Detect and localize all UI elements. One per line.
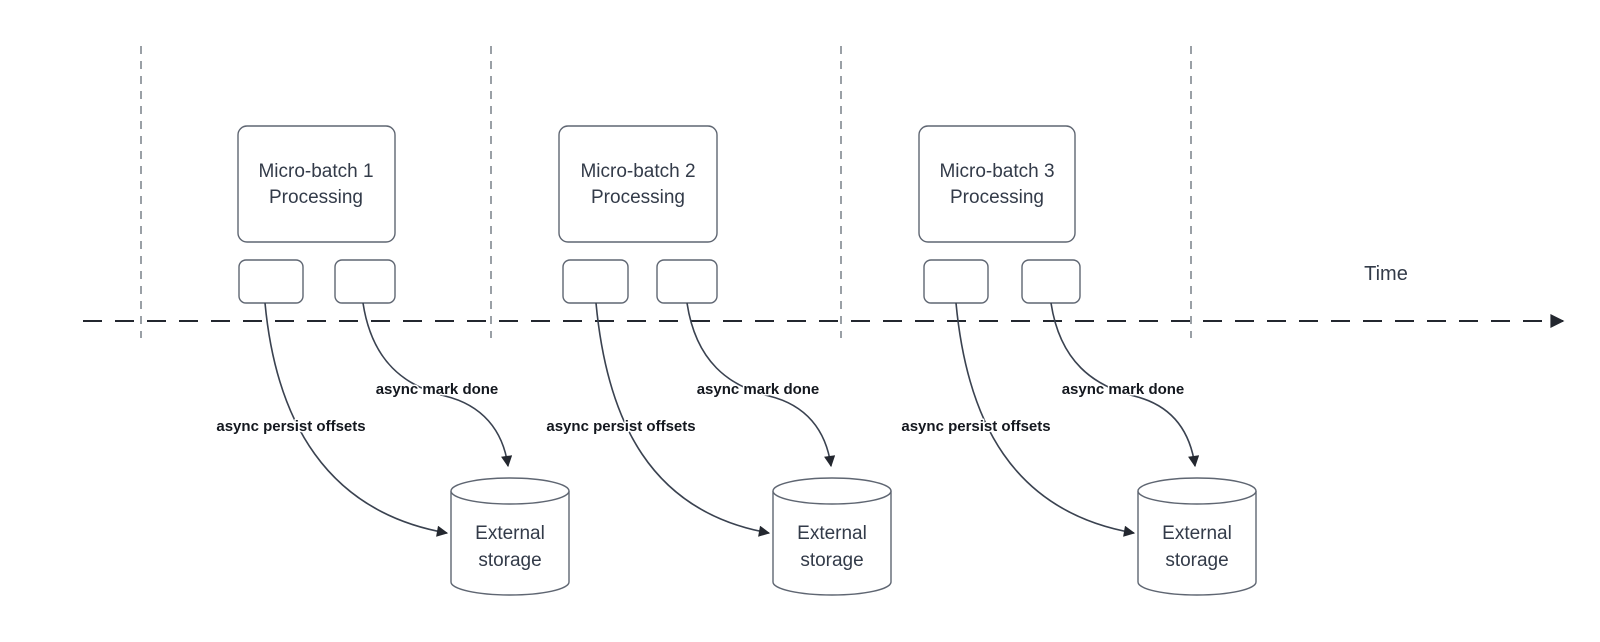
persist-offsets-label: async persist offsets: [901, 418, 1050, 435]
external-storage-cylinder: External storage: [772, 477, 892, 596]
microbatch-2-processing-box: [558, 125, 718, 243]
microbatch-3-label-line2: Processing: [950, 187, 1044, 208]
persist-offsets-label: async persist offsets: [546, 418, 695, 435]
persist-offsets-arrow: [955, 302, 1136, 537]
microbatch-3-group: Micro-batch 3 Processing async persist o…: [900, 125, 1257, 596]
external-storage-label-line1: External: [1162, 523, 1232, 544]
microbatch-2-group: Micro-batch 2 Processing async persist o…: [545, 125, 892, 596]
microbatch-2-label-line2: Processing: [591, 187, 685, 208]
microbatch-1-group: Micro-batch 1 Processing async persist o…: [215, 125, 570, 596]
external-storage-label-line2: storage: [1165, 550, 1228, 571]
external-storage-cylinder: External storage: [450, 477, 570, 596]
microbatch-3-label-line1: Micro-batch 3: [939, 161, 1054, 182]
mark-done-task-box: [334, 259, 396, 304]
cylinder-top: [772, 477, 892, 505]
cylinder-top: [450, 477, 570, 505]
external-storage-label-line1: External: [797, 523, 867, 544]
mark-done-task-box: [656, 259, 718, 304]
persist-offsets-arrow: [264, 302, 449, 537]
cylinder-body: [1137, 491, 1257, 596]
microbatch-3-processing-box: [918, 125, 1076, 243]
mark-done-arrow: [686, 302, 836, 468]
persist-offsets-task-box: [562, 259, 629, 304]
mark-done-label: async mark done: [697, 381, 820, 398]
persist-offsets-task-box: [923, 259, 989, 304]
microbatch-1-label-line1: Micro-batch 1: [258, 161, 373, 182]
mark-done-label: async mark done: [376, 381, 499, 398]
microbatch-1-label-line2: Processing: [269, 187, 363, 208]
microbatch-1-processing-box: [237, 125, 396, 243]
external-storage-label-line1: External: [475, 523, 545, 544]
mark-done-arrow: [1050, 302, 1200, 468]
microbatch-2-label-line1: Micro-batch 2: [580, 161, 695, 182]
mark-done-arrow: [362, 302, 513, 468]
external-storage-label-line2: storage: [800, 550, 863, 571]
persist-offsets-task-box: [238, 259, 304, 304]
external-storage-label-line2: storage: [478, 550, 541, 571]
time-axis-label: Time: [1364, 263, 1408, 285]
mark-done-task-box: [1021, 259, 1081, 304]
persist-offsets-label: async persist offsets: [216, 418, 365, 435]
external-storage-cylinder: External storage: [1137, 477, 1257, 596]
cylinder-top: [1137, 477, 1257, 505]
mark-done-label: async mark done: [1062, 381, 1185, 398]
cylinder-body: [772, 491, 892, 596]
cylinder-body: [450, 491, 570, 596]
persist-offsets-arrow: [595, 302, 771, 537]
